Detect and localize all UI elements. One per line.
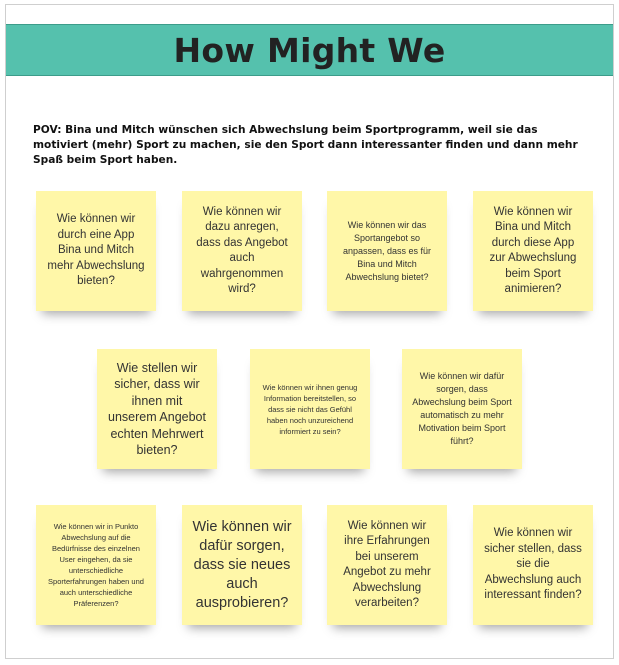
sticky-note[interactable]: Wie können wir dazu anregen, dass das An… — [182, 191, 302, 311]
sticky-note[interactable]: Wie können wir ihnen genug Information b… — [250, 349, 370, 469]
sticky-note[interactable]: Wie können wir dafür sorgen, dass Abwech… — [402, 349, 522, 469]
pov-statement: POV: Bina und Mitch wünschen sich Abwech… — [33, 124, 578, 166]
sticky-note-text: Wie können wir dazu anregen, dass das An… — [196, 205, 288, 296]
sticky-note-text: Wie können wir durch eine App Bina und M… — [47, 213, 145, 288]
sticky-note[interactable]: Wie können wir ihre Erfahrungen bei unse… — [327, 505, 447, 625]
sticky-note-text: Wie können wir ihre Erfahrungen bei unse… — [343, 519, 431, 610]
sticky-note-text: Wie können wir dafür sorgen, dass Abwech… — [412, 371, 512, 446]
sticky-note-text: Wie können wir sicher stellen, dass sie … — [484, 527, 582, 602]
sticky-note-text: Wie können wir das Sportangebot so anpas… — [342, 219, 432, 282]
sticky-note-text: Wie können wir ihnen genug Information b… — [262, 382, 358, 436]
sticky-note[interactable]: Wie können wir durch eine App Bina und M… — [36, 191, 156, 311]
sticky-note[interactable]: Wie können wir sicher stellen, dass sie … — [473, 505, 593, 625]
whiteboard-frame: How Might We POV: Bina und Mitch wünsche… — [5, 4, 614, 659]
sticky-note[interactable]: Wie können wir dafür sorgen, dass sie ne… — [182, 505, 302, 625]
sticky-note[interactable]: Wie können wir in Punkto Abwechslung auf… — [36, 505, 156, 625]
sticky-note-text: Wie stellen wir sicher, dass wir ihnen m… — [108, 360, 206, 458]
sticky-note-text: Wie können wir in Punkto Abwechslung auf… — [48, 522, 144, 608]
sticky-note-text: Wie können wir Bina und Mitch durch dies… — [489, 205, 577, 296]
header-banner: How Might We — [6, 24, 613, 76]
sticky-note[interactable]: Wie stellen wir sicher, dass wir ihnen m… — [97, 349, 217, 469]
sticky-note-text: Wie können wir dafür sorgen, dass sie ne… — [192, 518, 292, 611]
page-title: How Might We — [173, 30, 446, 70]
sticky-note[interactable]: Wie können wir das Sportangebot so anpas… — [327, 191, 447, 311]
sticky-note[interactable]: Wie können wir Bina und Mitch durch dies… — [473, 191, 593, 311]
